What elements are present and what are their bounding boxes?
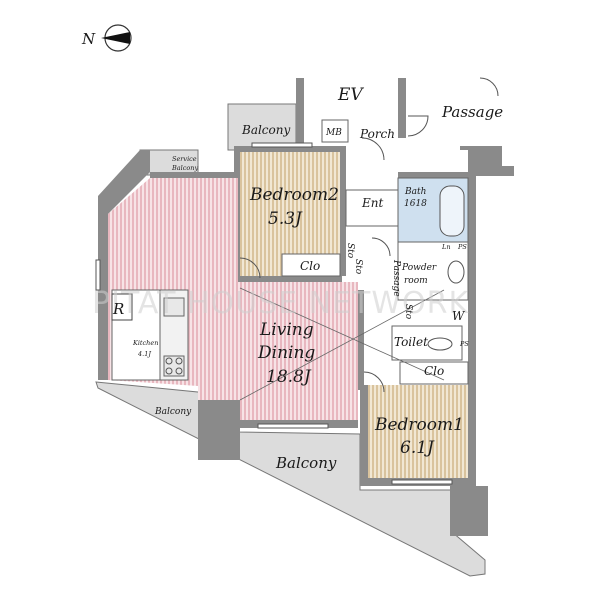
mb-box: [321, 119, 349, 143]
label-ent: Ent: [361, 196, 383, 210]
label-living-size: 18.8J: [266, 367, 312, 387]
label-living-2: Dining: [257, 343, 315, 363]
entrance: [345, 189, 399, 227]
sink: [447, 260, 465, 284]
label-sto-1: Sto: [345, 243, 355, 259]
toilet-bowl: [427, 337, 453, 351]
label-w: W: [452, 309, 466, 323]
bedroom2-closet: [281, 253, 341, 277]
label-kitchen-size: 4.1J: [137, 350, 151, 358]
label-bedroom1-name: Bedroom1: [374, 415, 464, 435]
label-bath-name: Bath: [404, 187, 426, 197]
label-mb: MB: [325, 128, 342, 138]
bathtub: [439, 185, 465, 237]
label-fridge: R: [112, 300, 124, 318]
compass-north-label: N: [81, 30, 96, 48]
label-bedroom2-size: 5.3J: [268, 209, 303, 229]
label-sto-2: Sto: [353, 259, 363, 275]
label-service-balcony-2: Balcony: [171, 164, 198, 172]
label-passage-outer: Passage: [441, 103, 503, 121]
label-ev: EV: [337, 85, 364, 105]
label-kitchen-name: Kitchen: [132, 339, 158, 347]
label-living-1: Living: [259, 320, 314, 340]
label-clo-b2: Clo: [300, 259, 320, 273]
label-ps-2: PS: [459, 340, 469, 348]
label-balcony-top: Balcony: [241, 123, 290, 137]
watermark: PITAT HOUSE NETWORK: [92, 286, 469, 321]
label-bath-size: 1618: [404, 199, 427, 209]
label-bedroom2-name: Bedroom2: [249, 185, 339, 205]
label-ln: Ln: [441, 243, 451, 251]
label-powder-2: room: [404, 276, 428, 286]
label-service-balcony-1: Service: [172, 155, 197, 163]
label-balcony-bottom: Balcony: [275, 454, 337, 472]
label-porch: Porch: [359, 127, 395, 141]
label-balcony-kitchen: Balcony: [154, 407, 192, 417]
toilet-area: [391, 325, 463, 361]
powder-room-area: [397, 241, 469, 301]
label-sto-3: Sto: [403, 304, 413, 320]
label-ps-1: PS: [457, 243, 467, 251]
windows: [95, 142, 453, 485]
walls: [98, 78, 514, 536]
kitchen-counter: [111, 289, 189, 381]
bedroom1-area: [368, 385, 468, 478]
compass: N: [81, 24, 132, 52]
living-cross-lines: [239, 287, 445, 401]
label-passage-inner: Passage: [391, 259, 401, 297]
door-swings: [239, 77, 499, 393]
label-toilet: Toilet: [394, 335, 428, 349]
label-bedroom1-size: 6.1J: [400, 438, 435, 458]
label-powder-1: Powder: [401, 263, 437, 273]
labels: EV Passage Balcony MB Porch Service Balc…: [112, 85, 503, 472]
label-clo-b1: Clo: [424, 364, 444, 378]
